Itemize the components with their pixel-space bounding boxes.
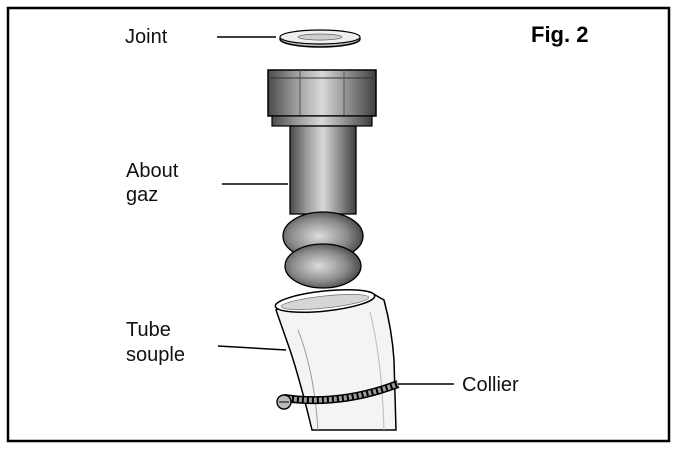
hose-clamp (276, 380, 400, 410)
figure-title: Fig. 2 (531, 22, 589, 47)
label-collier: Collier (462, 374, 519, 396)
label-tube-line2: souple (126, 344, 185, 366)
figure-frame (6, 6, 671, 443)
label-tube-line1: Tube (126, 319, 171, 341)
label-joint: Joint (125, 26, 168, 48)
flexible-tube (274, 289, 397, 431)
label-about-line1: About (126, 160, 179, 182)
leader-tube (217, 345, 287, 351)
label-about-line2: gaz (126, 184, 159, 206)
joint-gasket (279, 29, 361, 48)
gas-fitting (267, 69, 377, 289)
